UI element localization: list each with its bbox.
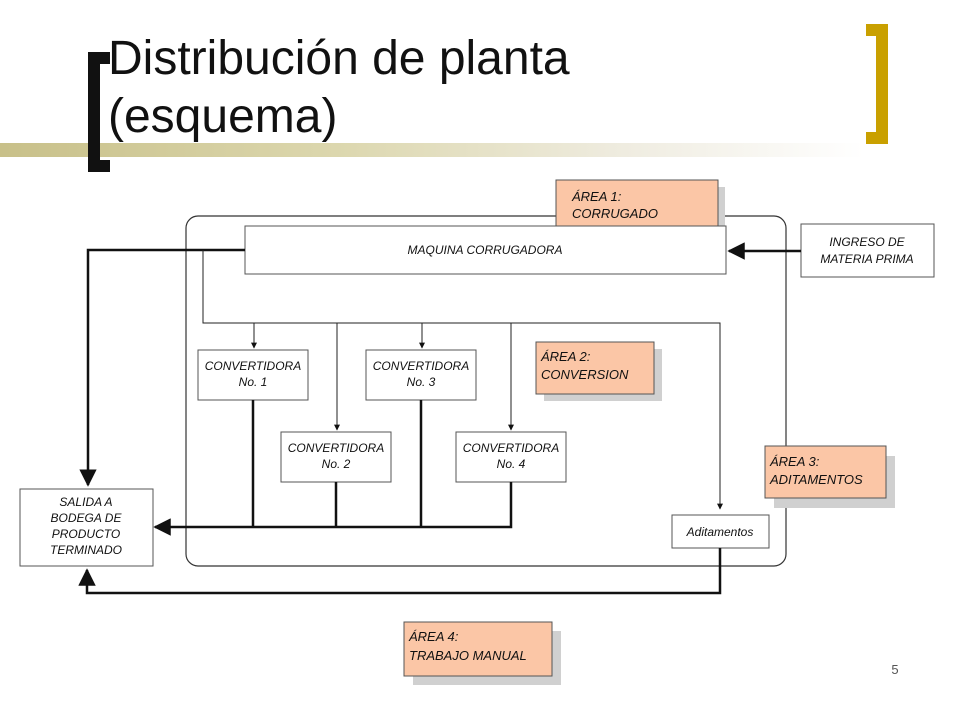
area-3-label: ÁREA 3: ADITAMENTOS [764, 445, 895, 508]
page-number: 5 [891, 662, 899, 677]
area-3-line-1: ÁREA 3: [769, 454, 820, 469]
flow-distribution-line [202, 250, 723, 510]
area-4-line-2: TRABAJO MANUAL [409, 648, 527, 663]
right-bracket-decoration [866, 24, 888, 144]
conv3-line-1: CONVERTIDORA [373, 359, 469, 373]
slide-title: Distribución de planta (esquema) [108, 30, 848, 146]
conv2-line-1: CONVERTIDORA [288, 441, 384, 455]
area-2-line-1: ÁREA 2: [540, 349, 591, 364]
area-1-line-2: CORRUGADO [572, 206, 658, 221]
area-4-line-1: ÁREA 4: [408, 629, 459, 644]
convertidora-1-box: CONVERTIDORA No. 1 [197, 349, 309, 401]
convertidora-2-box: CONVERTIDORA No. 2 [280, 431, 392, 483]
flow-aditamentos-to-salida [78, 548, 722, 595]
convertidora-4-box: CONVERTIDORA No. 4 [455, 431, 567, 483]
ingreso-line-1: INGRESO DE [829, 235, 905, 249]
maquina-corrugadora-label: MAQUINA CORRUGADORA [408, 243, 563, 257]
area-4-label: ÁREA 4: TRABAJO MANUAL [403, 621, 561, 685]
convertidora-3-box: CONVERTIDORA No. 3 [365, 349, 477, 401]
title-line-1: Distribución de planta [108, 32, 570, 85]
salida-bodega-box: SALIDA A BODEGA DE PRODUCTO TERMINADO [19, 488, 154, 567]
left-bracket-decoration [88, 52, 110, 172]
area-3-line-2: ADITAMENTOS [769, 472, 863, 487]
conv4-line-1: CONVERTIDORA [463, 441, 559, 455]
title-underline-bar [0, 143, 960, 157]
title-line-2: (esquema) [108, 90, 338, 143]
plant-boundary [185, 215, 787, 567]
flow-corrugadora-to-salida [79, 248, 245, 487]
aditamentos-label: Aditamentos [686, 525, 754, 539]
conv2-line-2: No. 2 [322, 457, 351, 471]
conv3-line-2: No. 3 [407, 375, 436, 389]
aditamentos-box: Aditamentos [671, 514, 770, 549]
salida-line-4: TERMINADO [50, 543, 122, 557]
salida-line-3: PRODUCTO [52, 527, 120, 541]
salida-line-1: SALIDA A [59, 495, 112, 509]
maquina-corrugadora-box: MAQUINA CORRUGADORA [244, 225, 727, 275]
ingreso-line-2: MATERIA PRIMA [820, 252, 913, 266]
ingreso-materia-prima-box: INGRESO DE MATERIA PRIMA [800, 223, 935, 278]
area-2-label: ÁREA 2: CONVERSION [535, 341, 662, 401]
conv1-line-2: No. 1 [239, 375, 268, 389]
salida-line-2: BODEGA DE [51, 511, 123, 525]
conv1-line-1: CONVERTIDORA [205, 359, 301, 373]
flow-collector-to-salida [153, 482, 513, 536]
area-1-line-1: ÁREA 1: [571, 189, 622, 204]
area-2-line-2: CONVERSION [541, 367, 629, 382]
conv4-line-2: No. 4 [497, 457, 526, 471]
